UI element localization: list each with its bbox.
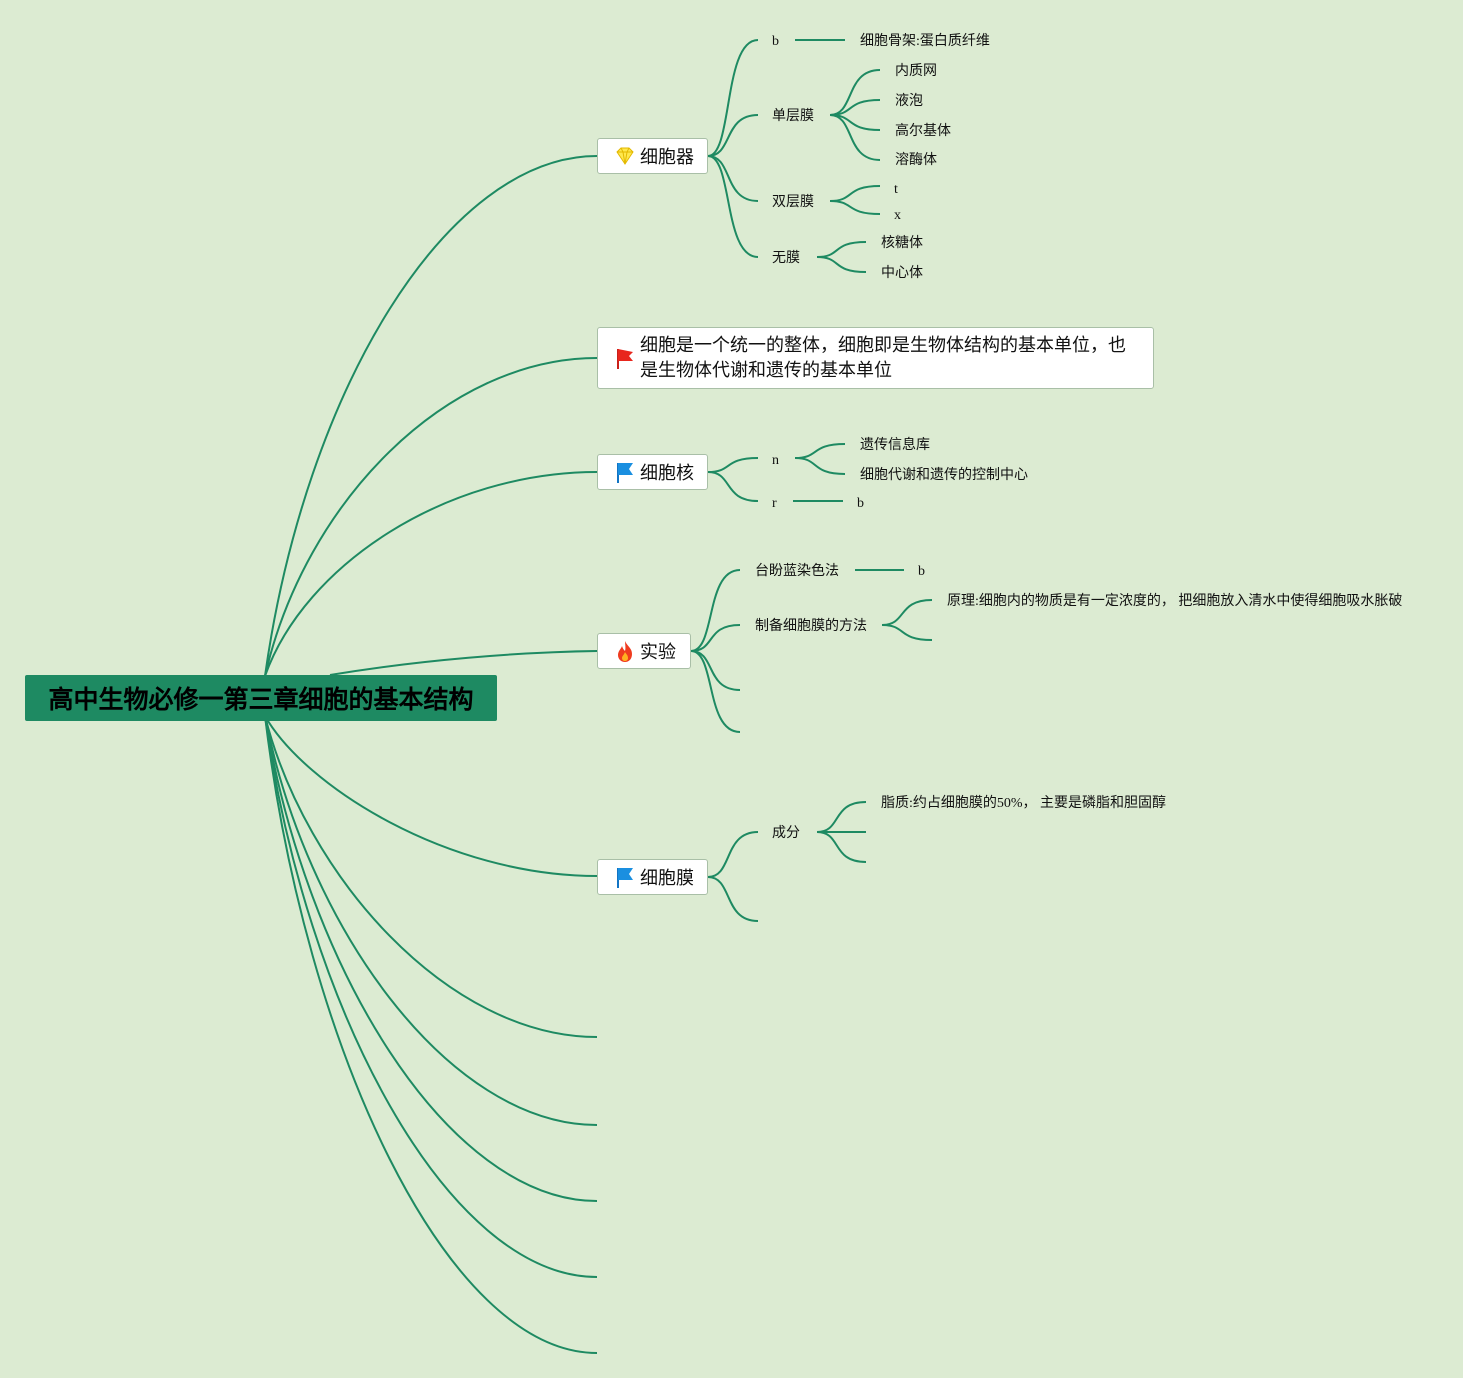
nucleus-n-connector [794, 457, 846, 475]
topic-experiment-title: 实验 [640, 642, 676, 663]
topic-cell-unity-line1: 细胞是一个统一的整体，细胞即是生物体结构的基本单位，也 [640, 335, 1126, 356]
double-membrane-connector [829, 200, 881, 215]
root-connector [264, 715, 598, 1278]
nucleus-n-connector [794, 443, 846, 459]
double-x-label[interactable]: x [894, 208, 901, 223]
trypan-b-label[interactable]: b [918, 564, 925, 579]
no-membrane-connector [816, 256, 867, 273]
root-connector [264, 715, 598, 1354]
diamond-icon [616, 147, 634, 165]
ribosome-label[interactable]: 核糖体 [881, 236, 923, 251]
lipid-label[interactable]: 脂质:约占细胞膜的50%， 主要是磷脂和胆固醇 [881, 796, 1167, 811]
principle-label[interactable]: 原理:细胞内的物质是有一定浓度的， 把细胞放入清水中使得细胞吸水胀破 [947, 594, 1403, 609]
cytoskeleton-label[interactable]: 细胞骨架:蛋白质纤维 [860, 34, 990, 49]
control-center-label[interactable]: 细胞代谢和遗传的控制中心 [860, 468, 1028, 483]
membrane-connector [707, 876, 759, 922]
root-connector [264, 715, 598, 1202]
nucleus-n-label[interactable]: n [772, 453, 779, 468]
organelle-connector [707, 155, 759, 202]
organelle-connector [707, 155, 759, 258]
double-membrane-label[interactable]: 双层膜 [772, 195, 814, 210]
genetic-info-label[interactable]: 遗传信息库 [860, 438, 930, 453]
topic-organelles-title: 细胞器 [640, 147, 694, 168]
membrane-prep-label[interactable]: 制备细胞膜的方法 [755, 619, 867, 634]
single-membrane-label[interactable]: 单层膜 [772, 109, 814, 124]
root-connector [264, 471, 598, 677]
golgi-label[interactable]: 高尔基体 [895, 124, 951, 139]
no-membrane-connector [816, 241, 867, 258]
no-membrane-label[interactable]: 无膜 [772, 251, 800, 266]
root-connector [264, 155, 598, 677]
organelle-connector [707, 39, 759, 157]
root-connector [264, 715, 598, 1126]
root-connector [264, 715, 598, 1038]
topic-membrane-title: 细胞膜 [640, 868, 694, 889]
experiment-connector [690, 624, 741, 652]
topic-nucleus-title: 细胞核 [640, 463, 694, 484]
single-membrane-connector [829, 114, 881, 161]
nucleus-connector [707, 471, 759, 502]
topic-cell-unity[interactable]: 细胞是一个统一的整体，细胞即是生物体结构的基本单位，也 是生物体代谢和遗传的基本… [597, 327, 1154, 389]
root-topic[interactable]: 高中生物必修一第三章细胞的基本结构 [25, 675, 497, 721]
topic-organelles[interactable]: 细胞器 [597, 138, 708, 174]
root-connector [264, 715, 598, 877]
topic-experiment[interactable]: 实验 [597, 633, 691, 669]
lysosome-label[interactable]: 溶酶体 [895, 153, 937, 168]
organelle-connector [707, 114, 759, 157]
fire-icon [618, 641, 632, 662]
root-connector [329, 650, 598, 676]
double-t-label[interactable]: t [894, 182, 898, 197]
root-connector [264, 357, 598, 677]
composition-label[interactable]: 成分 [772, 826, 800, 841]
nucleus-r-label[interactable]: r [772, 496, 777, 511]
experiment-connector [690, 569, 741, 652]
centrosome-label[interactable]: 中心体 [881, 266, 923, 281]
vacuole-label[interactable]: 液泡 [895, 94, 923, 109]
composition-connector [816, 801, 867, 833]
red-flag-icon [617, 349, 633, 369]
blue-flag-icon [617, 868, 633, 888]
membrane-prep-connector [881, 599, 933, 626]
double-membrane-connector [829, 185, 881, 202]
experiment-connector [690, 650, 741, 691]
topic-nucleus[interactable]: 细胞核 [597, 454, 708, 490]
topic-membrane[interactable]: 细胞膜 [597, 859, 708, 895]
nucleus-r-b-label[interactable]: b [857, 496, 864, 511]
blue-flag-icon [617, 463, 633, 483]
membrane-connector [707, 831, 759, 878]
membrane-prep-connector [881, 624, 933, 641]
topic-cell-unity-line2: 是生物体代谢和遗传的基本单位 [640, 360, 892, 381]
trypan-blue-label[interactable]: 台盼蓝染色法 [755, 564, 839, 579]
nucleus-connector [707, 457, 759, 473]
root-title: 高中生物必修一第三章细胞的基本结构 [48, 685, 474, 714]
experiment-connector [690, 650, 741, 733]
organelle-b-label[interactable]: b [772, 34, 779, 49]
er-label[interactable]: 内质网 [895, 64, 937, 79]
single-membrane-connector [829, 69, 881, 116]
composition-connector [816, 831, 867, 863]
